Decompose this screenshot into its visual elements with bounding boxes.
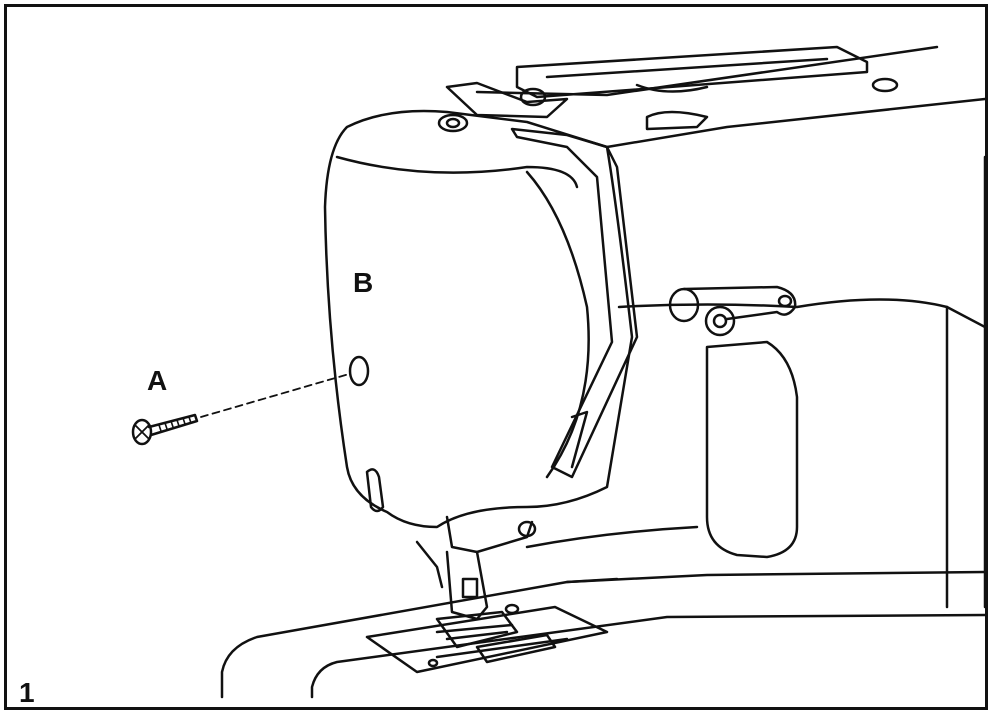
figure-frame: A B 1 xyxy=(4,4,988,710)
presser-lever xyxy=(668,285,797,337)
machine-arm xyxy=(475,45,985,609)
carry-handle xyxy=(515,45,899,131)
sewing-machine-illustration xyxy=(131,45,985,699)
take-up-channel xyxy=(510,127,639,479)
presser-foot xyxy=(415,515,569,668)
callout-a: A xyxy=(147,365,168,396)
screw-hole xyxy=(348,355,370,387)
machine-bed xyxy=(220,570,985,699)
insertion-guide-line xyxy=(200,373,350,418)
thread-guide xyxy=(437,81,569,133)
figure-number: 1 xyxy=(19,677,35,708)
face-plate xyxy=(323,109,634,529)
callout-b: B xyxy=(353,267,374,298)
screw-a xyxy=(131,413,199,446)
